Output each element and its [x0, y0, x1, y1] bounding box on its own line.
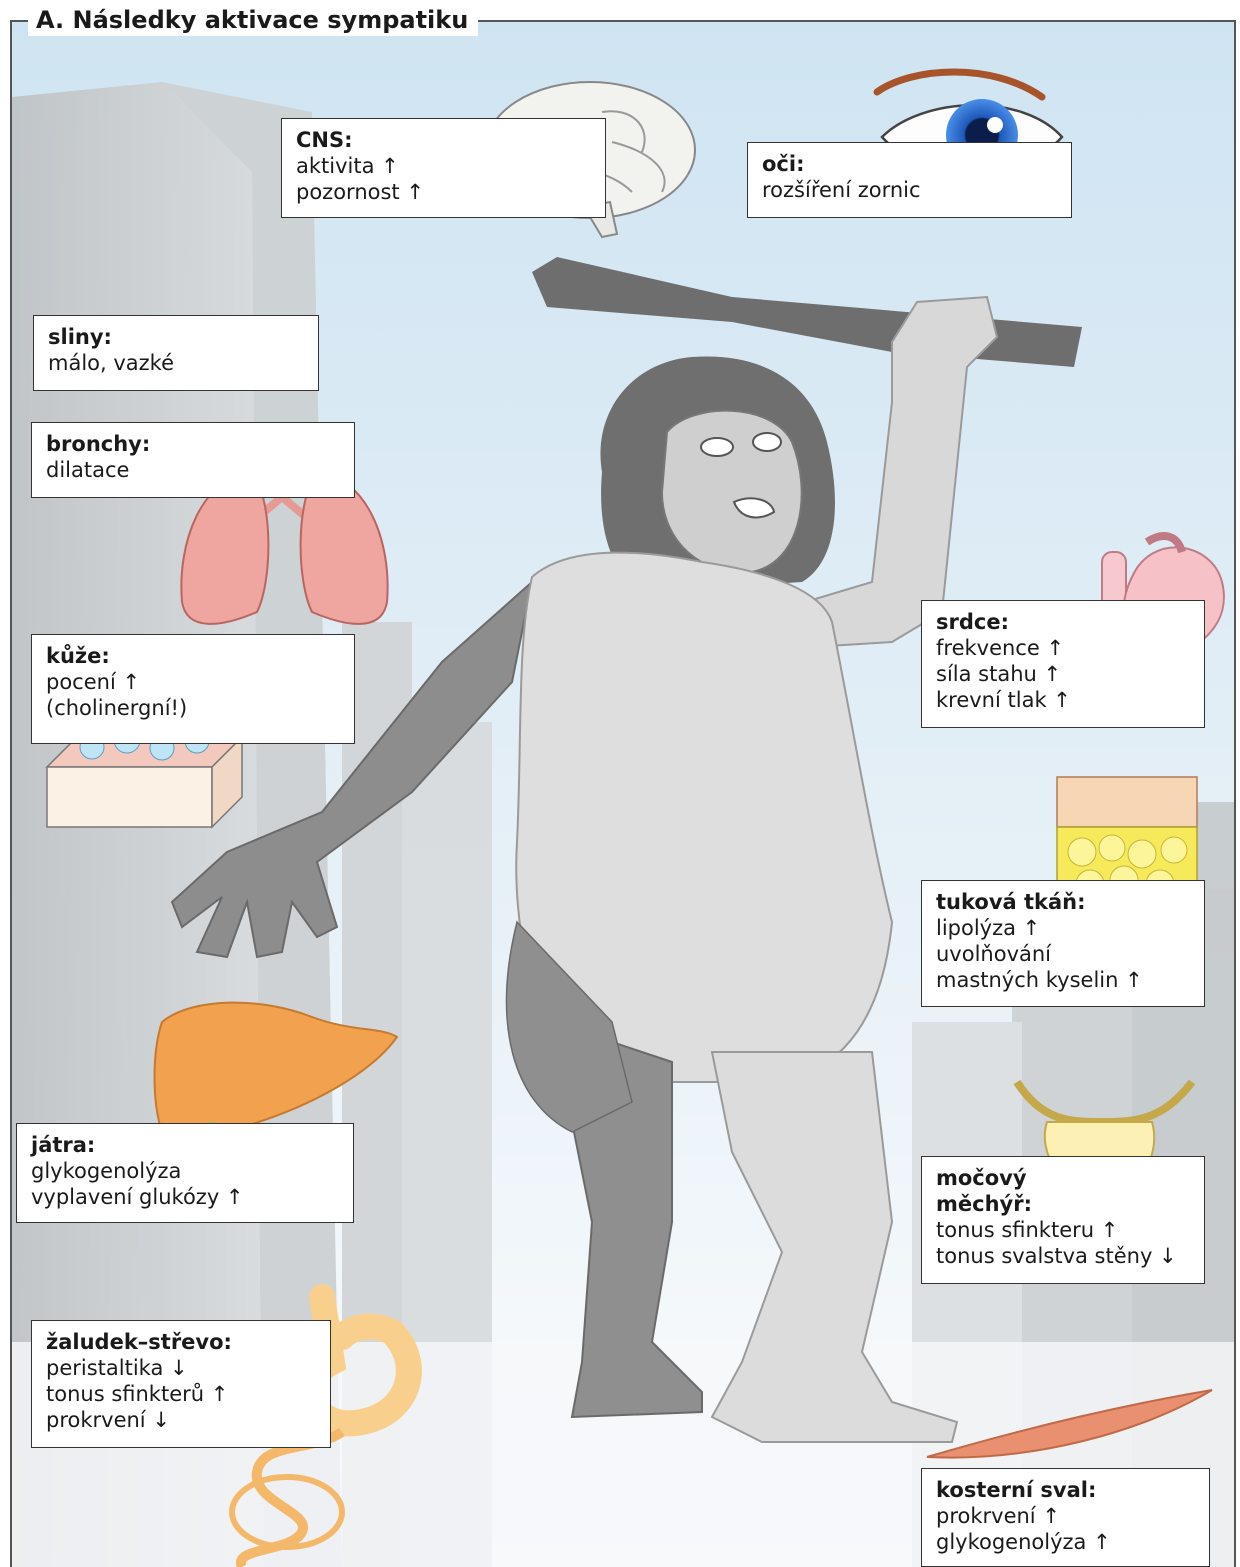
label-title: oči:	[762, 151, 1057, 177]
label-line: málo, vazké	[48, 350, 304, 376]
label-sliny: sliny: málo, vazké	[33, 315, 319, 391]
label-mocovy-mechyr: močový měchýř: tonus sfinkteru ↑ tonus s…	[921, 1156, 1205, 1284]
label-line: dilatace	[46, 457, 340, 483]
figure-title: A. Následky aktivace sympatiku	[28, 4, 478, 36]
label-jatra: játra: glykogenolýza vyplavení glukózy ↑	[16, 1123, 354, 1223]
label-line: glykogenolýza	[31, 1158, 339, 1184]
label-line: prokrvení ↑	[936, 1503, 1195, 1529]
label-line: síla stahu ↑	[936, 661, 1190, 687]
label-title: bronchy:	[46, 431, 340, 457]
label-title-2: měchýř:	[936, 1191, 1190, 1217]
label-srdce: srdce: frekvence ↑ síla stahu ↑ krevní t…	[921, 600, 1205, 728]
label-kosterni-sval: kosterní sval: prokrvení ↑ glykogenolýza…	[921, 1468, 1210, 1567]
label-title: tuková tkáň:	[936, 889, 1190, 915]
label-title: srdce:	[936, 609, 1190, 635]
label-line: tonus sfinkteru ↑	[936, 1217, 1190, 1243]
label-line: krevní tlak ↑	[936, 687, 1190, 713]
label-line: (cholinergní!)	[46, 695, 340, 721]
label-title: kosterní sval:	[936, 1477, 1195, 1503]
label-title: sliny:	[48, 324, 304, 350]
label-kuze: kůže: pocení ↑ (cholinergní!)	[31, 634, 355, 744]
label-line: glykogenolýza ↑	[936, 1529, 1195, 1555]
label-line: uvolňování	[936, 941, 1190, 967]
label-title: kůže:	[46, 643, 340, 669]
label-line: vyplavení glukózy ↑	[31, 1184, 339, 1210]
label-title: CNS:	[296, 127, 591, 153]
label-cns: CNS: aktivita ↑ pozornost ↑	[281, 118, 606, 218]
label-bronchy: bronchy: dilatace	[31, 422, 355, 498]
label-line: peristaltika ↓	[46, 1355, 316, 1381]
label-title: močový	[936, 1165, 1190, 1191]
label-zaludek-strevo: žaludek–střevo: peristaltika ↓ tonus sfi…	[31, 1320, 331, 1448]
label-line: frekvence ↑	[936, 635, 1190, 661]
label-line: aktivita ↑	[296, 153, 591, 179]
label-line: tonus sfinkterů ↑	[46, 1381, 316, 1407]
label-title: žaludek–střevo:	[46, 1329, 316, 1355]
label-line: lipolýza ↑	[936, 915, 1190, 941]
label-line: rozšíření zornic	[762, 177, 1057, 203]
label-oci: oči: rozšíření zornic	[747, 142, 1072, 218]
label-line: pozornost ↑	[296, 179, 591, 205]
label-line: pocení ↑	[46, 669, 340, 695]
label-tukova-tkan: tuková tkáň: lipolýza ↑ uvolňování mastn…	[921, 880, 1205, 1007]
label-line: mastných kyselin ↑	[936, 967, 1190, 993]
label-line: prokrvení ↓	[46, 1407, 316, 1433]
label-title: játra:	[31, 1132, 339, 1158]
label-line: tonus svalstva stěny ↓	[936, 1243, 1190, 1269]
